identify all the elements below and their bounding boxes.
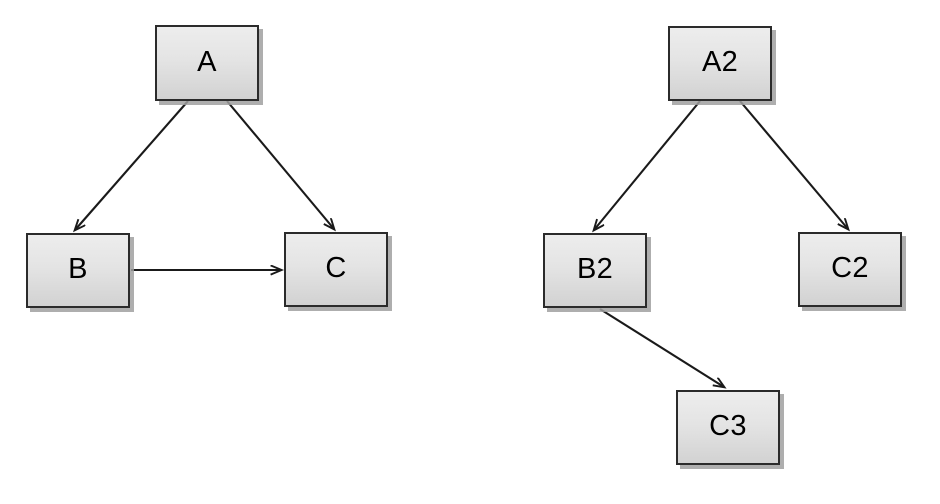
edge-a2-to-c2 (739, 100, 848, 229)
node-label-b2: B2 (576, 253, 614, 285)
edge-a-to-b (75, 100, 189, 230)
node-label-a2: A2 (701, 46, 739, 78)
node-c3[interactable]: C3 (676, 390, 780, 465)
edge-a-to-c (226, 100, 334, 229)
node-c[interactable]: C (284, 232, 388, 307)
node-label-c2: C2 (831, 252, 869, 284)
node-c2[interactable]: C2 (798, 232, 902, 307)
node-label-c3: C3 (709, 410, 747, 442)
node-a[interactable]: A (155, 25, 259, 101)
edge-b2-to-c3 (599, 308, 724, 387)
edge-a2-to-b2 (594, 100, 701, 230)
node-b2[interactable]: B2 (543, 233, 647, 308)
node-b[interactable]: B (26, 233, 130, 308)
node-label-c: C (325, 252, 347, 284)
edges-group (75, 100, 848, 387)
node-label-a: A (197, 45, 217, 78)
node-a2[interactable]: A2 (668, 26, 772, 101)
node-label-b: B (68, 253, 88, 285)
